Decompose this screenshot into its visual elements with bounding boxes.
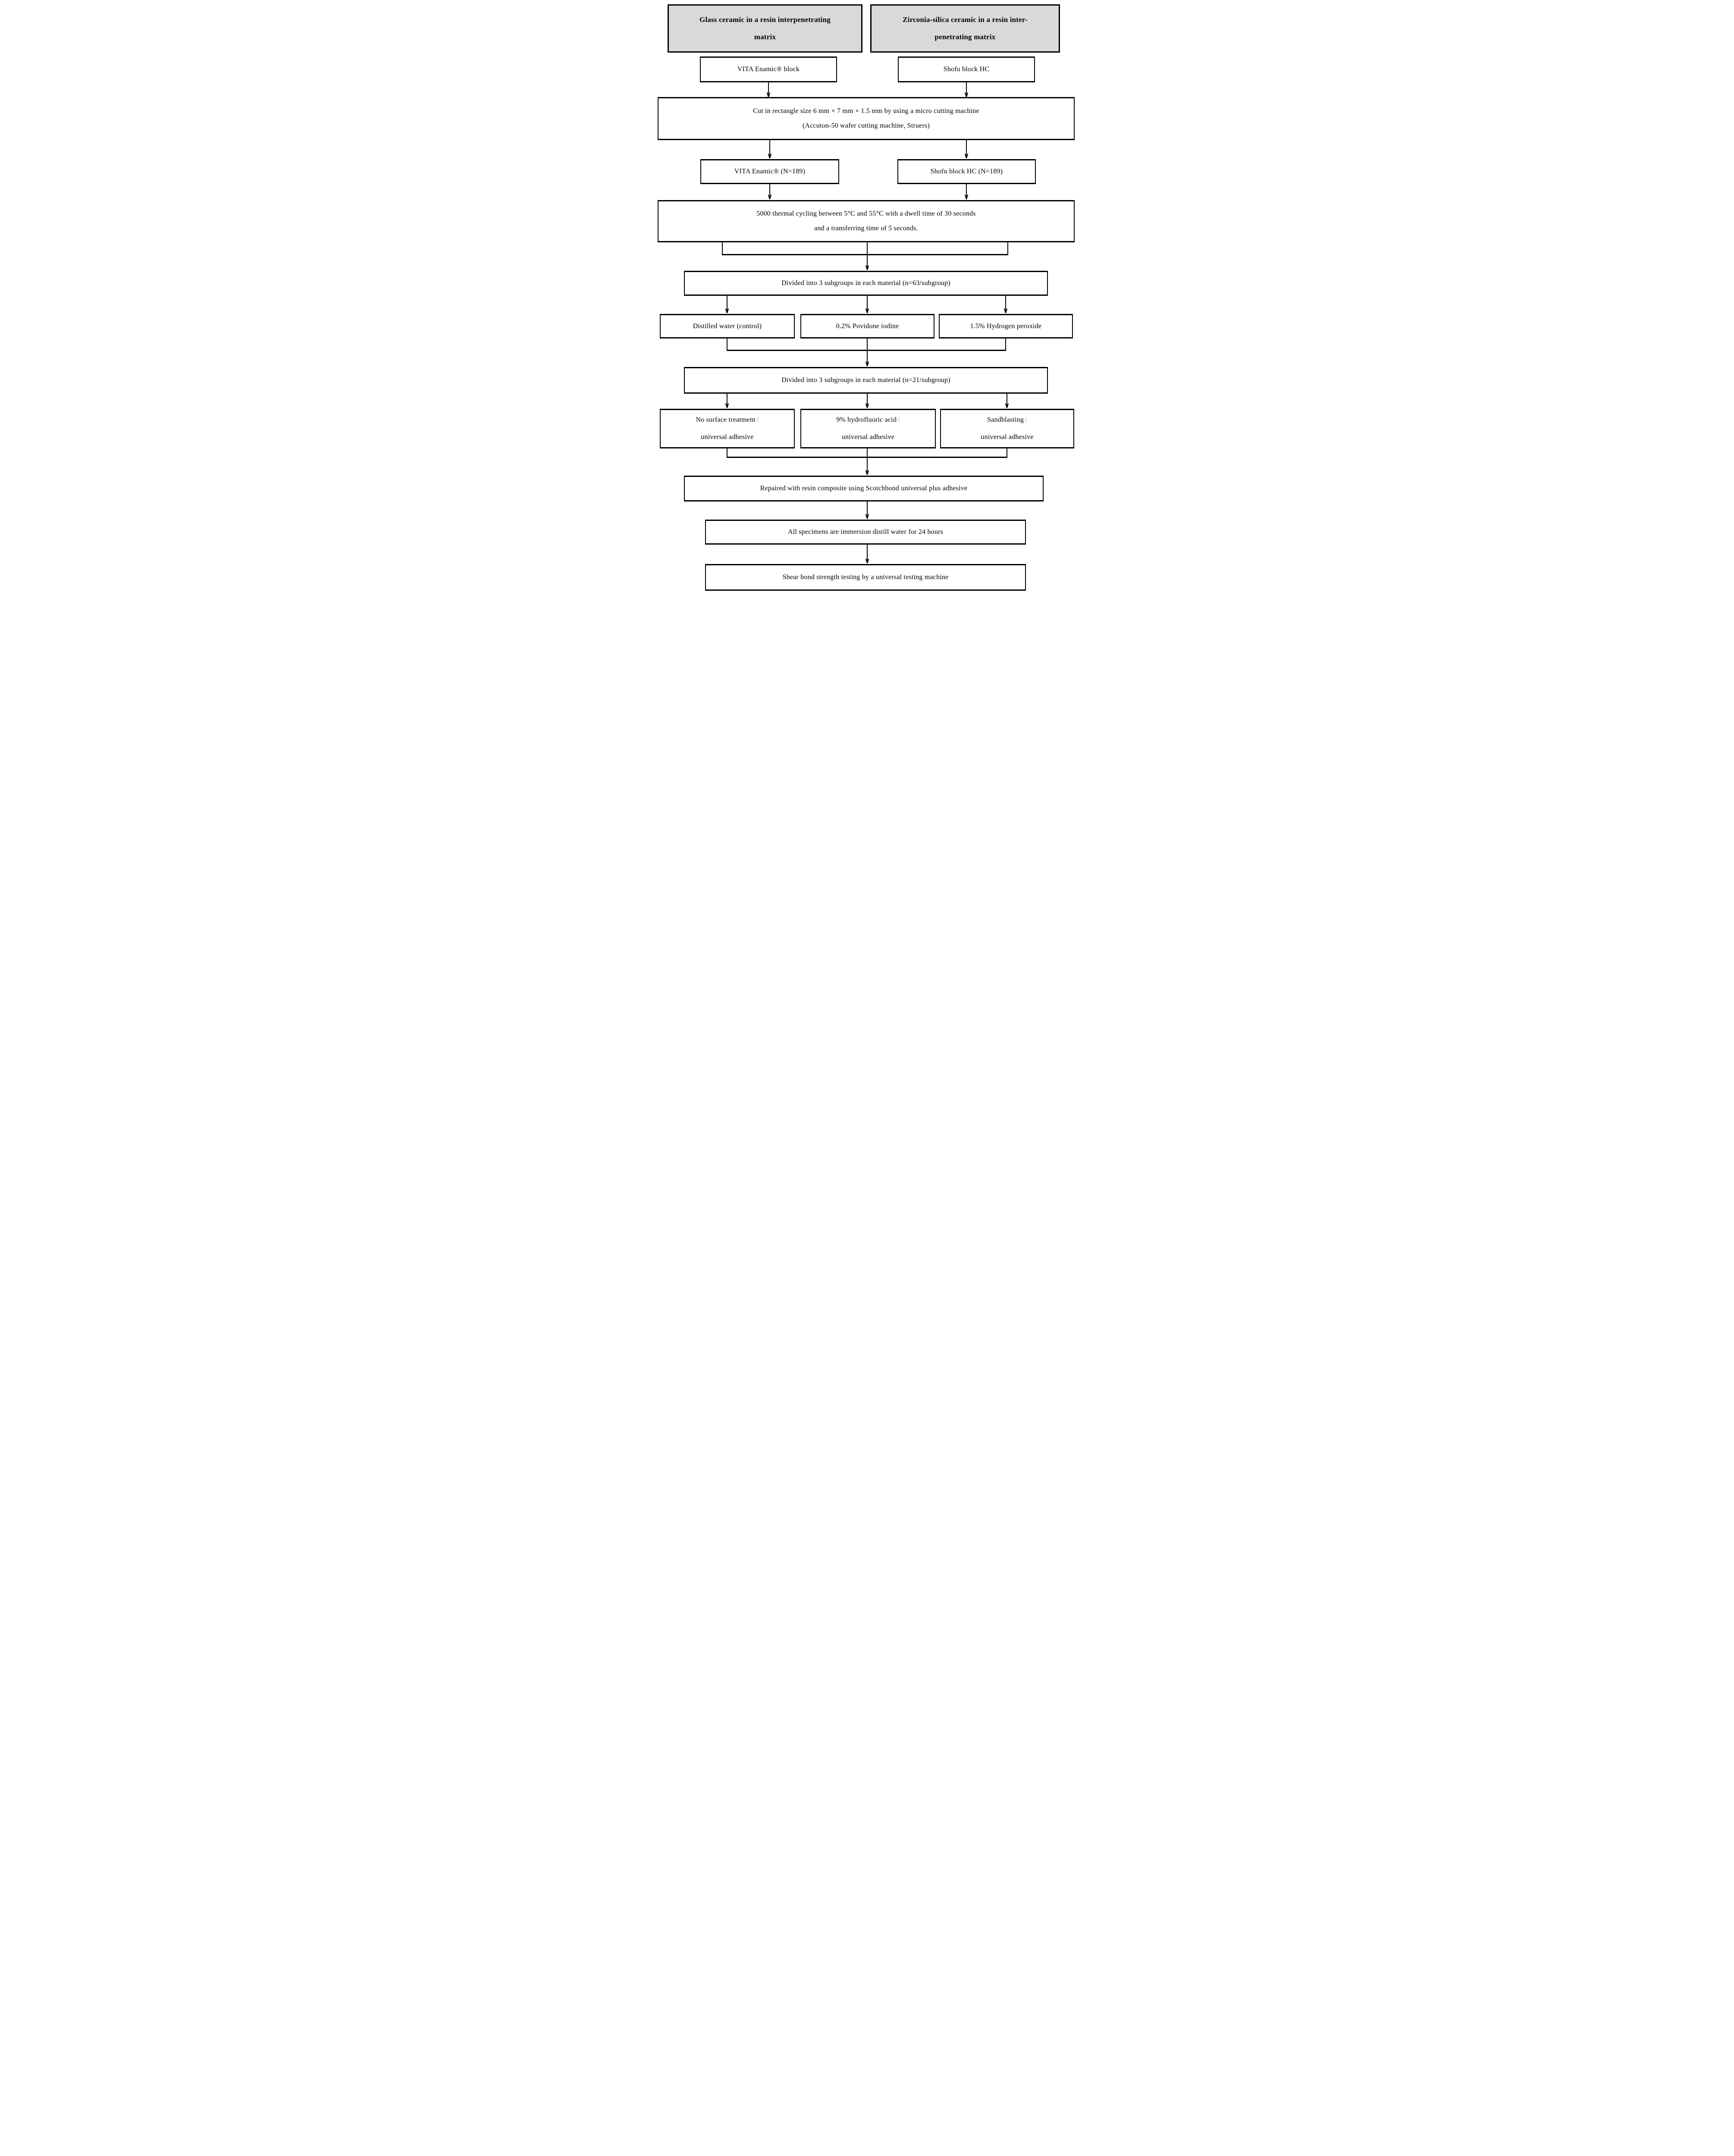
shofu-hc-n189-label: Shofu block HC (N=189) xyxy=(930,168,1003,175)
arrow-vita-to-cut xyxy=(768,82,769,97)
bracket1-horizontal-line xyxy=(722,254,1008,255)
hydrofluoric-acid-slash: / xyxy=(898,416,900,423)
bracket2-right-stub xyxy=(1005,338,1006,351)
box-distilled-water: Distilled water (control) xyxy=(660,314,795,338)
arrow-divided63-to-povidone xyxy=(867,296,868,313)
arrow-cut-to-vita-n xyxy=(769,140,770,158)
box-shofu-hc-n189: Shofu block HC (N=189) xyxy=(897,159,1036,184)
bracket1-right-stub xyxy=(1007,242,1008,255)
box-divided-n63: Divided into 3 subgroups in each materia… xyxy=(684,271,1048,296)
sandblasting-line1: Sandblasting xyxy=(987,416,1024,423)
no-surface-treatment-slash: / xyxy=(756,416,759,423)
sandblasting-slash: / xyxy=(1025,416,1027,423)
box-repaired: Repaired with resin composite using Scot… xyxy=(684,476,1044,501)
sandblasting-label: Sandblasting/ universal adhesive xyxy=(981,411,1033,446)
header-zirconia-silica-label: Zirconia-silica ceramic in a resin inter… xyxy=(903,16,1028,41)
bracket1-left-stub xyxy=(722,242,723,255)
box-shear-bond-testing: Shear bond strength testing by a univers… xyxy=(705,564,1026,591)
header-box-zirconia-silica: Zirconia-silica ceramic in a resin inter… xyxy=(870,4,1060,53)
box-vita-enamic-block: VITA Enamic® block xyxy=(700,56,837,82)
box-hydrofluoric-acid: 9% hydrofluoric acid/ universal adhesive xyxy=(800,409,936,448)
vita-enamic-n189-label: VITA Enamic® (N=189) xyxy=(734,168,806,175)
hydrofluoric-acid-label: 9% hydrofluoric acid/ universal adhesive xyxy=(836,411,900,446)
sandblasting-line2: universal adhesive xyxy=(981,433,1034,441)
arrow-immersion-to-shear xyxy=(867,545,868,563)
arrow-thermal-to-divided63 xyxy=(867,242,868,270)
shear-bond-testing-label: Shear bond strength testing by a univers… xyxy=(782,573,949,581)
flowchart-canvas: Glass ceramic in a resin interpenetratin… xyxy=(650,0,1084,596)
box-thermal-cycling: 5000 thermal cycling between 5°C and 55°… xyxy=(658,200,1075,242)
cutting-label: Cut in rectangle size 6 mm × 7 mm × 1.5 … xyxy=(753,107,979,129)
header-box-glass-ceramic: Glass ceramic in a resin interpenetratin… xyxy=(668,4,862,53)
no-surface-treatment-line1: No surface treatment xyxy=(696,416,756,423)
arrow-disinfectants-to-divided21 xyxy=(867,338,868,366)
box-sandblasting: Sandblasting/ universal adhesive xyxy=(940,409,1074,448)
arrow-repaired-to-immersion xyxy=(867,501,868,519)
vita-enamic-block-label: VITA Enamic® block xyxy=(737,66,800,73)
no-surface-treatment-line2: universal adhesive xyxy=(701,433,754,441)
box-hydrogen-peroxide: 1.5% Hydrogen peroxide xyxy=(939,314,1073,338)
box-immersion: All specimens are immersion distill wate… xyxy=(705,520,1026,545)
box-cutting: Cut in rectangle size 6 mm × 7 mm × 1.5 … xyxy=(658,97,1075,140)
header-glass-ceramic-label: Glass ceramic in a resin interpenetratin… xyxy=(699,16,831,41)
box-povidone-iodine: 0.2% Povidone iodine xyxy=(800,314,934,338)
divided-n21-label: Divided into 3 subgroups in each materia… xyxy=(781,376,950,384)
box-divided-n21: Divided into 3 subgroups in each materia… xyxy=(684,367,1048,394)
thermal-cycling-label: 5000 thermal cycling between 5°C and 55°… xyxy=(756,210,976,232)
immersion-label: All specimens are immersion distill wate… xyxy=(787,528,944,536)
arrow-treatments-to-repaired xyxy=(867,448,868,475)
shofu-block-hc-label: Shofu block HC xyxy=(943,66,990,73)
hydrogen-peroxide-label: 1.5% Hydrogen peroxide xyxy=(970,322,1042,330)
hydrofluoric-acid-line2: universal adhesive xyxy=(841,433,895,441)
repaired-label: Repaired with resin composite using Scot… xyxy=(760,485,968,492)
povidone-iodine-label: 0.2% Povidone iodine xyxy=(836,322,899,330)
arrow-vita-n-to-thermal xyxy=(769,184,770,199)
arrow-divided21-to-hf-acid xyxy=(867,394,868,408)
bracket2-horizontal-line xyxy=(727,350,1006,351)
box-shofu-block-hc: Shofu block HC xyxy=(898,56,1035,82)
no-surface-treatment-label: No surface treatment/ universal adhesive xyxy=(696,411,759,446)
distilled-water-label: Distilled water (control) xyxy=(693,322,762,330)
divided-n63-label: Divided into 3 subgroups in each materia… xyxy=(781,279,950,287)
arrow-shofu-to-cut xyxy=(966,82,967,97)
hydrofluoric-acid-line1: 9% hydrofluoric acid xyxy=(836,416,897,423)
arrow-divided63-to-peroxide xyxy=(1005,296,1006,313)
box-vita-enamic-n189: VITA Enamic® (N=189) xyxy=(700,159,839,184)
arrow-cut-to-shofu-n xyxy=(966,140,967,158)
arrow-shofu-n-to-thermal xyxy=(966,184,967,199)
box-no-surface-treatment: No surface treatment/ universal adhesive xyxy=(660,409,795,448)
